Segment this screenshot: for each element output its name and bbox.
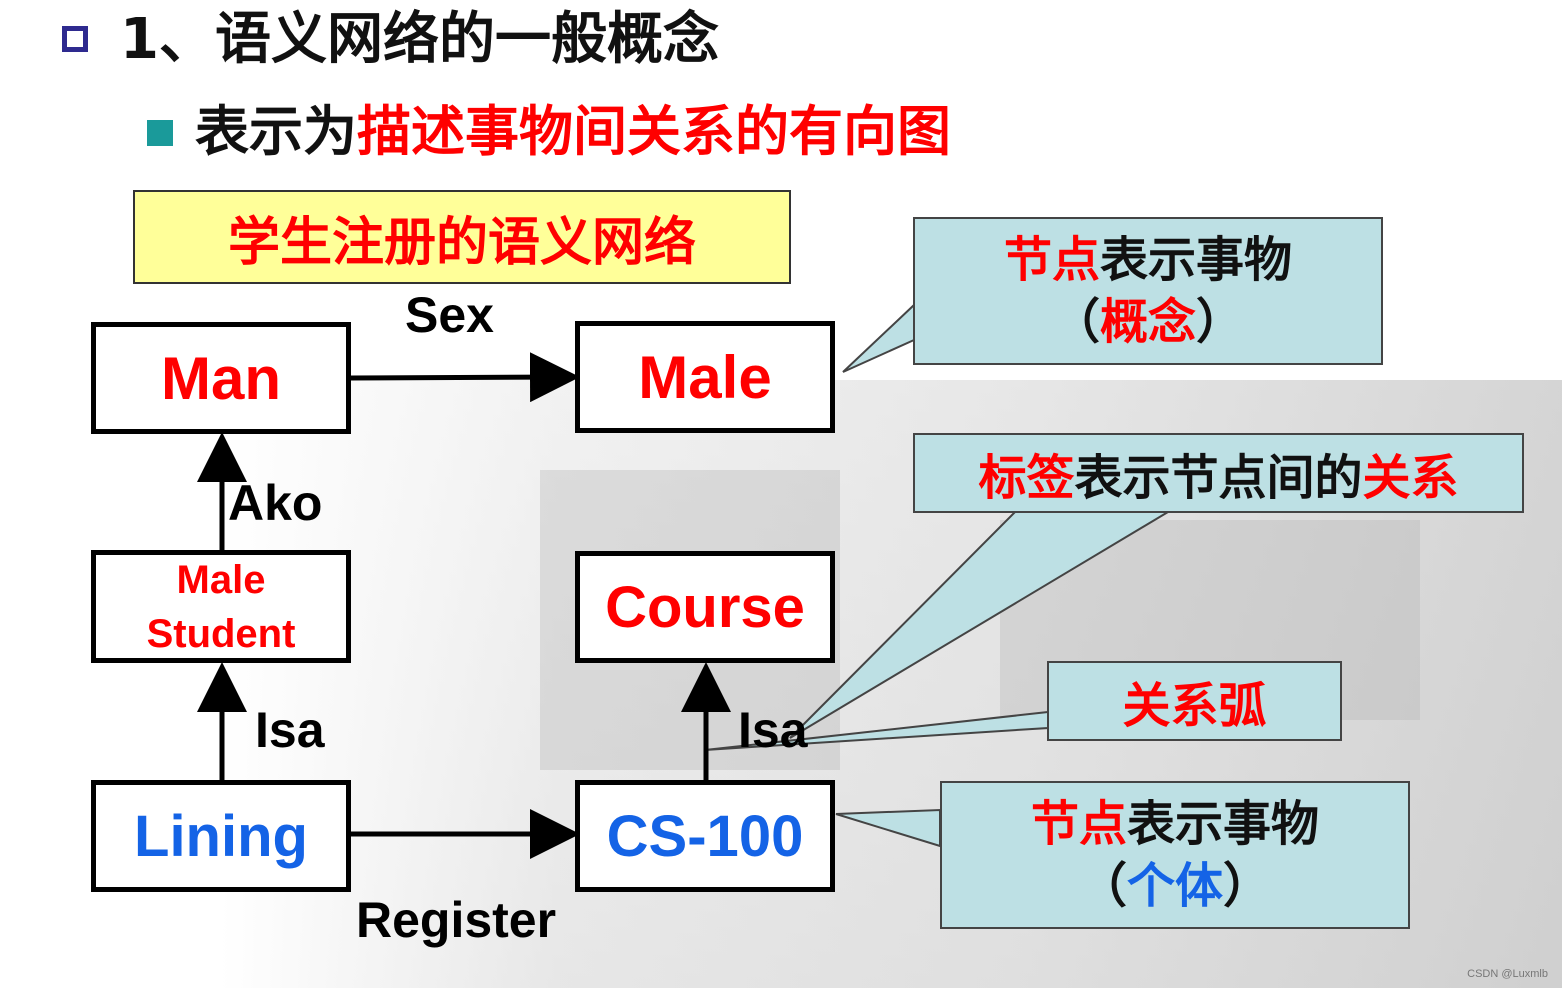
node-male-student-line1: Male (176, 557, 266, 602)
heading-text: 语义网络的一般概念 (214, 7, 719, 72)
page-heading: 1、语义网络的一般概念 (120, 0, 719, 80)
paren-open: （ (1051, 294, 1100, 350)
subheading: 表示为描述事物间关系的有向图 (195, 94, 951, 170)
watermark: CSDN @Luxmlb (1467, 968, 1548, 980)
heading-number: 1、 (120, 7, 215, 72)
callout-arc: 关系弧 (1047, 661, 1342, 741)
edge-sex-arrow (349, 352, 580, 403)
edge-label-ako: Ako (228, 475, 323, 531)
paren-close: ） (1196, 294, 1245, 350)
node-male-student: Male Student (91, 550, 351, 663)
node-man: Man (91, 322, 351, 434)
edge-label-isa-left: Isa (255, 702, 325, 758)
callout-concept-black: 表示事物 (1100, 231, 1293, 288)
callout-relation-red2: 关系 (1362, 450, 1459, 506)
paren-open: （ (1078, 858, 1127, 914)
callout-node-individual: 节点表示事物 （个体） (940, 781, 1410, 929)
callout-relation-black: 表示节点间的 (1074, 450, 1363, 506)
callout-individual-line2: （个体） (1079, 855, 1271, 917)
individual-callout-tail (835, 808, 941, 848)
callout-concept-inner: 概念 (1099, 294, 1196, 350)
callout-concept-line1: 节点表示事物 (1004, 229, 1292, 291)
subheading-highlight: 描述事物间关系的有向图 (357, 100, 951, 163)
callout-concept-line2: （概念） (1052, 291, 1244, 353)
concept-callout-tail (842, 302, 915, 373)
node-male-student-line2: Student (146, 611, 296, 656)
node-male: Male (575, 321, 835, 433)
callout-individual-black: 表示事物 (1127, 795, 1320, 852)
callout-individual-inner: 个体 (1126, 858, 1223, 914)
callout-relation-red1: 标签 (978, 450, 1075, 506)
solid-square-bullet-icon (147, 120, 173, 146)
node-lining: Lining (91, 780, 351, 892)
node-cs100: CS-100 (575, 780, 835, 892)
callout-concept-red: 节点 (1003, 231, 1100, 288)
callout-relation-label: 标签表示节点间的关系 (913, 433, 1524, 513)
callout-relation-line: 标签表示节点间的关系 (978, 438, 1458, 508)
paren-close: ） (1223, 858, 1272, 914)
hollow-square-bullet-icon (62, 26, 88, 52)
diagram-title-box: 学生注册的语义网络 (133, 190, 791, 284)
callout-individual-line1: 节点表示事物 (1031, 793, 1319, 855)
edge-label-register: Register (356, 892, 557, 948)
callout-node-concept: 节点表示事物 （概念） (913, 217, 1383, 365)
callout-arc-text: 关系弧 (1122, 678, 1267, 734)
callout-individual-red: 节点 (1030, 795, 1127, 852)
node-course: Course (575, 551, 835, 663)
edge-label-sex: Sex (405, 287, 494, 343)
edge-label-isa-right: Isa (738, 702, 808, 758)
subheading-prefix: 表示为 (195, 100, 357, 163)
